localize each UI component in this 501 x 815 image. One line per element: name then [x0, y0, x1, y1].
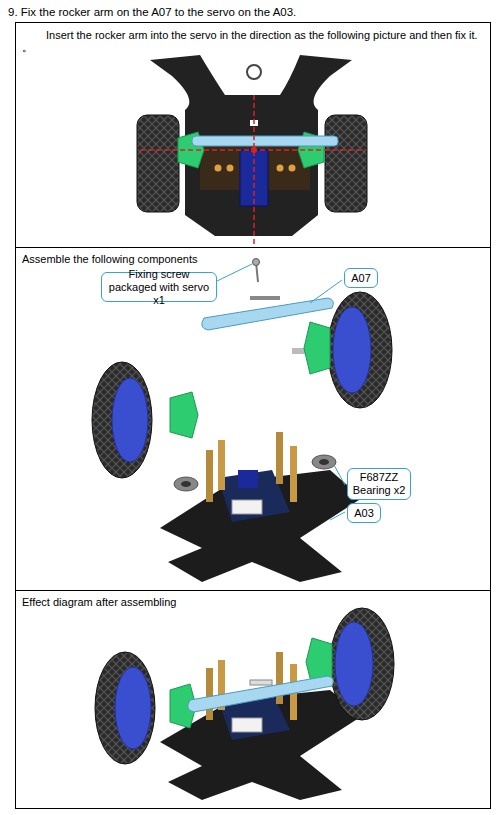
callout-text: F687ZZ Bearing x2 — [352, 471, 406, 497]
hole — [215, 165, 222, 172]
part-callout: A03 — [347, 503, 381, 523]
brass-post — [276, 432, 283, 484]
connector — [232, 500, 262, 514]
hole — [227, 165, 234, 172]
wheel-rim — [335, 622, 373, 706]
rocker-arm-a07 — [188, 676, 334, 712]
components-panel: Assemble the following componentsFixing … — [15, 247, 491, 591]
leader-line — [310, 280, 342, 303]
wheel-rim — [333, 307, 371, 393]
hole — [289, 165, 296, 172]
leader-line — [215, 264, 252, 282]
hole — [277, 165, 284, 172]
leader-line — [334, 465, 345, 485]
arm-screw — [250, 296, 280, 300]
chassis-a03 — [160, 470, 362, 582]
bearing-hole — [181, 481, 191, 487]
leader-line — [330, 512, 345, 520]
chassis-plate — [150, 55, 352, 236]
bearing — [312, 455, 336, 469]
logo-mark — [247, 65, 261, 79]
callout-text: Fixing screw packaged with servo x1 — [106, 268, 212, 307]
part-callout: A07 — [344, 268, 378, 288]
servo — [238, 470, 258, 488]
rocker-arm-a07 — [202, 298, 334, 330]
bearing-hole — [319, 459, 329, 465]
rocker-bar — [192, 136, 338, 146]
steering-hub — [170, 392, 198, 438]
part-callout: Fixing screw packaged with servo x1 — [101, 272, 217, 302]
connector — [232, 718, 262, 732]
center-line — [253, 95, 255, 246]
callout-text: A03 — [354, 507, 374, 520]
panel-text: Assemble the following components — [22, 252, 322, 266]
wheel — [328, 292, 392, 408]
center-dot — [251, 147, 257, 153]
step-title: 9. Fix the rocker arm on the A07 to the … — [8, 6, 296, 18]
wheel — [92, 362, 152, 478]
callout-text: A07 — [351, 272, 371, 285]
exploded-view — [92, 259, 392, 583]
screw-head — [253, 259, 260, 266]
assembled-view — [95, 608, 394, 800]
brass-post — [218, 440, 225, 490]
brass-post — [290, 446, 297, 502]
steering-hub — [304, 322, 330, 374]
top-view — [137, 55, 367, 246]
brass-post — [206, 668, 213, 720]
wheel — [325, 115, 367, 212]
wheel-rim — [112, 378, 148, 462]
brass-post — [206, 450, 213, 502]
servo-horn — [250, 680, 272, 685]
wheel — [95, 652, 155, 764]
note-mark: 。 — [22, 40, 33, 55]
wheel — [330, 608, 394, 720]
bearing — [174, 477, 198, 491]
result-panel: Effect diagram after assembling — [15, 590, 491, 809]
instruction-panel: Insert the rocker arm into the servo in … — [15, 22, 491, 248]
part-callout: F687ZZ Bearing x2 — [347, 468, 411, 500]
wheel — [137, 115, 179, 212]
panel-text: Insert the rocker arm into the servo in … — [46, 28, 486, 42]
panel-text: Effect diagram after assembling — [22, 595, 322, 609]
wheel-rim — [115, 667, 151, 749]
